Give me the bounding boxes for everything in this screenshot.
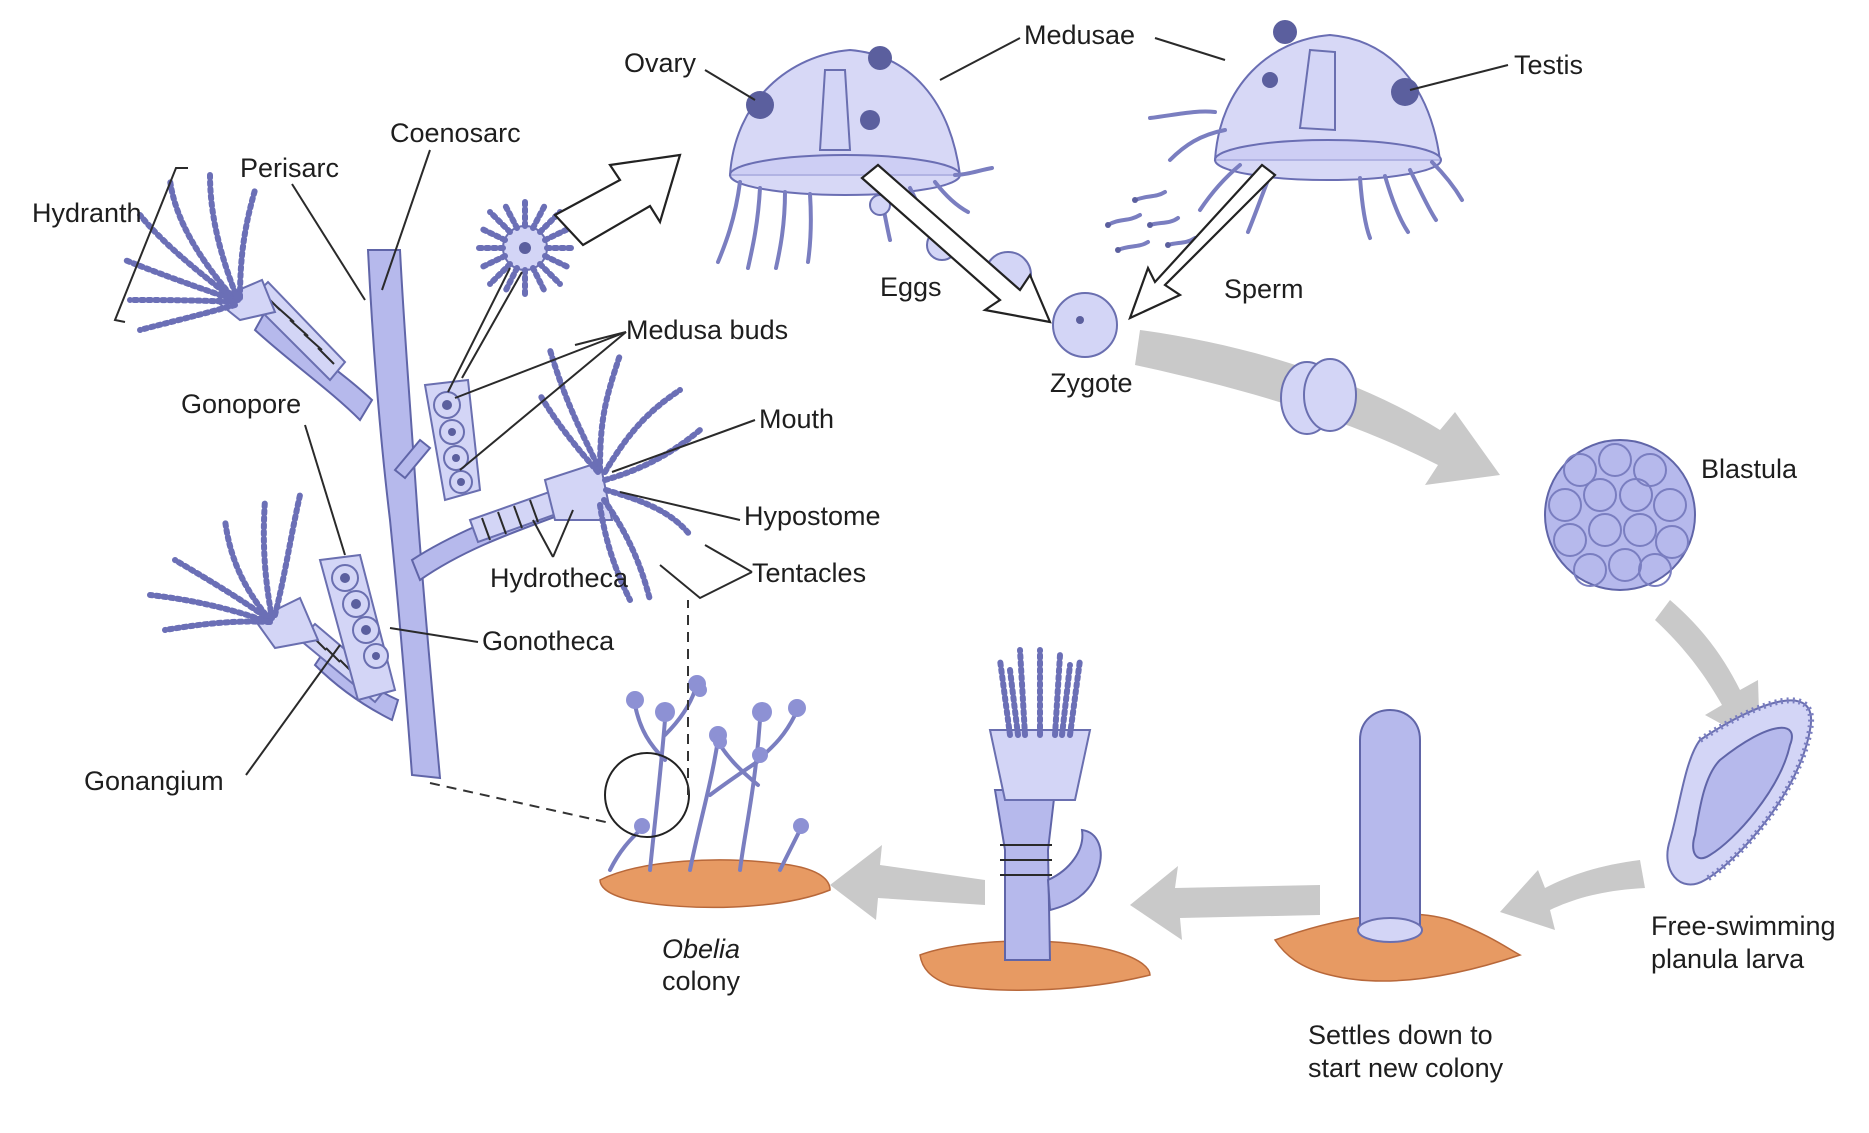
label-hydranth: Hydranth xyxy=(32,198,142,228)
young-polyp-tentacles xyxy=(997,647,1083,738)
hydranth-tentacles-right xyxy=(537,347,703,603)
hydranth-tentacles-lower xyxy=(147,492,303,633)
settled-larva xyxy=(1273,709,1522,982)
label-tentacles: Tentacles xyxy=(752,558,866,588)
label-gonotheca: Gonotheca xyxy=(482,626,615,656)
label-sperm: Sperm xyxy=(1224,274,1304,304)
label-settles-line1: Settles down to xyxy=(1308,1020,1493,1050)
hydrotheca-cup-lower xyxy=(253,596,320,650)
label-perisarc: Perisarc xyxy=(240,153,339,183)
hydrotheca-cup-upper xyxy=(213,278,277,322)
gonangium-stalk-mid xyxy=(393,438,432,480)
label-eggs: Eggs xyxy=(880,272,942,302)
ringed-stalk-right xyxy=(468,488,564,544)
flow-arrow-settle-to-polyp xyxy=(1130,866,1320,940)
planula-larva xyxy=(1666,697,1815,886)
leader-lines xyxy=(113,37,1509,776)
label-medusae: Medusae xyxy=(1024,20,1135,50)
label-obelia-line2: colony xyxy=(662,966,741,996)
dashed-connector-left xyxy=(429,782,611,824)
flow-arrow-blastula-to-planula xyxy=(1655,600,1760,745)
young-polyp xyxy=(919,647,1151,991)
hydroid-colony xyxy=(122,153,703,780)
label-blastula: Blastula xyxy=(1701,454,1798,484)
zygote xyxy=(1052,292,1118,358)
medusa-buds-lower xyxy=(331,564,389,669)
hydranth-tentacles-upper xyxy=(122,172,258,333)
cleavage-embryo xyxy=(1280,358,1357,435)
label-settles-line2: start new colony xyxy=(1308,1053,1504,1083)
released-medusa xyxy=(475,197,578,299)
label-gonopore: Gonopore xyxy=(181,389,301,419)
label-planula-line2: planula larva xyxy=(1651,944,1805,974)
medusa-male xyxy=(1148,20,1464,240)
medusa-release-arrow xyxy=(553,153,682,247)
medusa-buds-mid xyxy=(433,391,473,494)
flow-arrow-polyp-to-colony xyxy=(830,845,985,920)
label-testis: Testis xyxy=(1514,50,1583,80)
label-zygote: Zygote xyxy=(1050,368,1133,398)
main-stem xyxy=(366,249,442,780)
label-ovary: Ovary xyxy=(624,48,697,78)
sperm xyxy=(1105,190,1197,253)
blastula xyxy=(1544,439,1696,591)
sperm-arrow xyxy=(1128,163,1277,321)
label-hydrotheca: Hydrotheca xyxy=(490,563,629,593)
flow-arrow-planula-to-settle xyxy=(1500,860,1645,930)
label-medusa-buds: Medusa buds xyxy=(626,315,788,345)
label-coenosarc: Coenosarc xyxy=(390,118,521,148)
label-gonangium: Gonangium xyxy=(84,766,224,796)
medusa-female xyxy=(716,46,994,270)
medusa-male-tentacles xyxy=(1148,109,1464,240)
label-obelia-line1: Obelia xyxy=(662,934,740,964)
label-planula-line1: Free-swimming xyxy=(1651,911,1836,941)
hydrotheca-right xyxy=(543,460,614,521)
label-hypostome: Hypostome xyxy=(744,501,881,531)
label-mouth: Mouth xyxy=(759,404,834,434)
obelia-colony xyxy=(599,675,831,909)
colony-hydranths xyxy=(626,675,809,834)
bud-to-medusa-lines xyxy=(447,267,523,393)
eggs-arrow xyxy=(860,163,1052,324)
text-labels: Hydranth Perisarc Coenosarc Ovary Medusa… xyxy=(32,20,1836,1083)
